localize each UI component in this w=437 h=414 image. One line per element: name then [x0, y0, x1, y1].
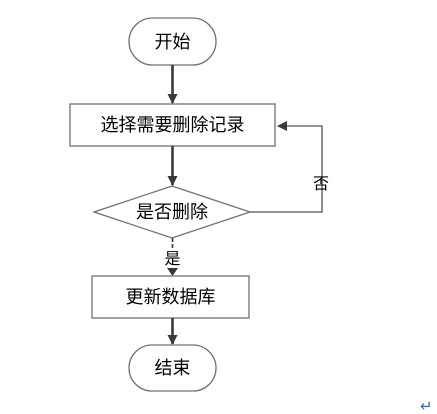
- confirm-delete-decision: 是否删除: [91, 185, 253, 239]
- paragraph-mark-icon: ↵: [420, 397, 433, 414]
- update-database-process: 更新数据库: [91, 275, 250, 319]
- update-database-label: 更新数据库: [126, 287, 216, 308]
- end-terminal: 结束: [128, 344, 217, 392]
- end-label: 结束: [155, 358, 191, 379]
- edge-no-loop: [250, 121, 323, 213]
- start-label: 开始: [155, 32, 191, 53]
- start-terminal: 开始: [128, 17, 217, 66]
- select-records-process: 选择需要删除记录: [69, 103, 276, 147]
- no-edge-label: 否: [313, 174, 329, 193]
- yes-edge-label: 是: [164, 249, 180, 268]
- select-records-label: 选择需要删除记录: [101, 115, 245, 136]
- confirm-delete-label: 是否删除: [136, 202, 208, 223]
